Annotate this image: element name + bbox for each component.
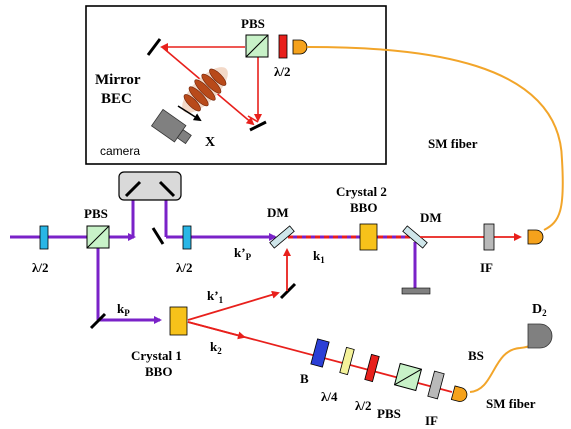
mirror-after-periscope <box>151 227 165 245</box>
dichroic-mirror-right <box>402 225 428 249</box>
x-direction-arrow <box>177 105 202 122</box>
b-filter-label: B <box>300 371 309 386</box>
photon-beam-k2-arrow <box>187 321 246 340</box>
x-label: X <box>205 135 215 150</box>
kp-prime-label: k’P <box>234 245 252 262</box>
main-pbs-label: PBS <box>84 206 108 221</box>
mirror-bec-inset-box <box>85 5 387 165</box>
periscope-mirror-left <box>124 180 142 198</box>
sm-fiber-top-label: SM fiber <box>428 136 478 151</box>
periscope-box <box>118 171 182 201</box>
if-filter-bottom <box>427 370 445 400</box>
bs-label: BS <box>468 348 484 363</box>
half-wave-plate-bottom <box>364 353 380 383</box>
if-top-label: IF <box>480 260 493 275</box>
mirror-bottom-left <box>89 312 107 330</box>
crystal-2-bbo <box>359 223 378 251</box>
quarter-wave-label: λ/4 <box>321 389 338 404</box>
photon-beam-k1-prime <box>187 248 291 321</box>
mirror-bec-label-line2: BEC <box>101 91 132 107</box>
inset-fiber-coupler <box>292 39 308 55</box>
bec-cloud-icon <box>182 67 228 113</box>
half-wave-plate-mid <box>182 225 192 250</box>
b-filter <box>310 338 330 368</box>
quarter-wave-plate <box>339 346 355 376</box>
k2-label: k2 <box>210 339 222 356</box>
dm-right-label: DM <box>420 210 442 225</box>
if-bottom-label: IF <box>425 413 438 428</box>
beam-dump <box>401 287 431 295</box>
crystal-1-bbo <box>169 306 188 336</box>
camera-icon <box>150 108 192 145</box>
mirror-k1-prime <box>279 282 297 300</box>
camera-label: camera <box>100 144 140 158</box>
periscope-mirror-right <box>158 180 176 198</box>
fiber-coupler-bottom <box>450 385 468 402</box>
half-wave-plate-left <box>39 225 49 250</box>
bottom-pbs-label: PBS <box>377 406 401 421</box>
if-filter-top <box>483 223 495 251</box>
dichroic-mirror-left <box>269 225 295 249</box>
dm-left-label: DM <box>267 205 289 220</box>
half-wave-left-label: λ/2 <box>32 260 49 275</box>
sm-fiber-bottom-label: SM fiber <box>486 396 536 411</box>
crystal2-label-line1: Crystal 2 <box>336 184 387 199</box>
crystal1-label-line1: Crystal 1 <box>131 348 182 363</box>
fiber-coupler-top <box>527 229 544 245</box>
inset-half-wave-label: λ/2 <box>274 64 291 79</box>
mirror-bec-label-line1: Mirror <box>95 72 141 88</box>
inset-half-wave-plate <box>278 34 288 59</box>
main-pbs-cube <box>86 225 110 249</box>
half-wave-mid-label: λ/2 <box>176 260 193 275</box>
inset-mirror-bottom <box>249 120 267 132</box>
crystal1-label-line2: BBO <box>145 364 172 379</box>
d2-label: D2 <box>532 302 547 318</box>
inset-pbs-cube <box>245 34 269 58</box>
sm-fiber-top <box>306 46 564 231</box>
kp-label: kP <box>117 301 130 318</box>
k1-label: k1 <box>313 248 325 265</box>
crystal2-label-line2: BBO <box>350 200 377 215</box>
inset-pbs-label: PBS <box>241 16 265 31</box>
inset-mirror-left <box>146 38 162 56</box>
detector-icon <box>527 323 553 349</box>
k1-prime-label: k’1 <box>207 288 224 305</box>
half-wave-bottom-label: λ/2 <box>355 398 372 413</box>
bottom-pbs-cube <box>393 362 423 392</box>
